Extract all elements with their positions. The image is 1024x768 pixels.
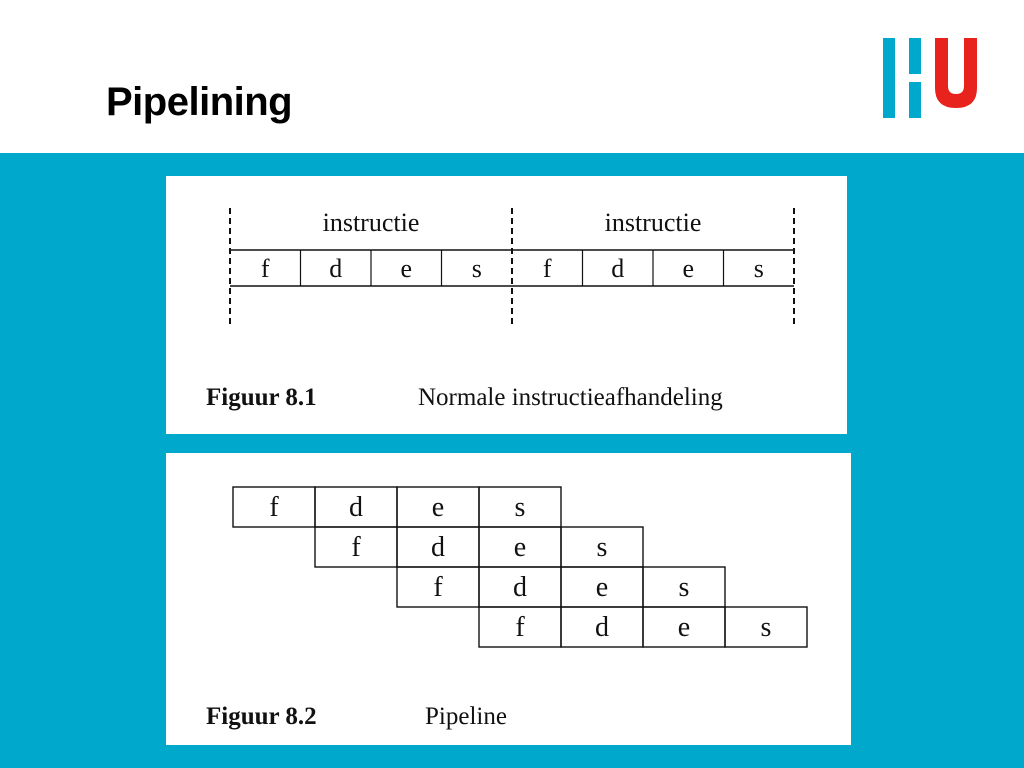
pipeline-stage-label: s (597, 532, 608, 563)
pipeline-stage-label: f (433, 572, 443, 603)
pipeline-stage-cell: f (261, 254, 270, 283)
pipeline-stage-label: s (515, 492, 526, 523)
pipeline-stage-label: d (431, 532, 445, 563)
logo-bar-mid-top (909, 38, 921, 74)
figure-caption-label: Figuur 8.1 (206, 384, 317, 411)
hu-logo (883, 38, 977, 118)
figure-caption-text: Pipeline (425, 703, 507, 730)
pipeline-stage-cell: e (400, 254, 412, 283)
pipeline-stage-label: s (761, 612, 772, 643)
pipeline-stage-label: e (432, 492, 444, 523)
pipeline-stage-cell: s (472, 254, 482, 283)
pipeline-stage-label: f (515, 612, 525, 643)
pipeline-stage-label: f (351, 532, 361, 563)
instruction-group-label: instructie (605, 208, 702, 237)
figure-caption-label: Figuur 8.2 (206, 703, 317, 730)
pipeline-stage-label: d (595, 612, 609, 643)
pipeline-stage-cell: s (754, 254, 764, 283)
pipeline-stage-label: e (596, 572, 608, 603)
pipeline-stage-label: e (678, 612, 690, 643)
logo-u-shape (935, 38, 977, 108)
pipeline-stage-label: s (679, 572, 690, 603)
pipeline-stage-label: e (514, 532, 526, 563)
pipeline-stage-cell: d (611, 254, 624, 283)
figure-caption-text: Normale instructieafhandeling (418, 384, 723, 411)
pipeline-stage-box (724, 606, 808, 648)
instruction-group-label: instructie (323, 208, 420, 237)
slide-title: Pipelining (106, 80, 293, 124)
pipeline-stage-label: f (269, 492, 279, 523)
pipeline-stage-cell: e (682, 254, 694, 283)
pipeline-stage-label: d (513, 572, 527, 603)
pipeline-stage-label: d (349, 492, 363, 523)
pipeline-stage-cell: f (543, 254, 552, 283)
pipeline-stage-cell: d (329, 254, 342, 283)
logo-bar-left (883, 38, 895, 118)
logo-bar-mid-bottom (909, 82, 921, 118)
slide-header: Pipelining (0, 0, 1024, 153)
